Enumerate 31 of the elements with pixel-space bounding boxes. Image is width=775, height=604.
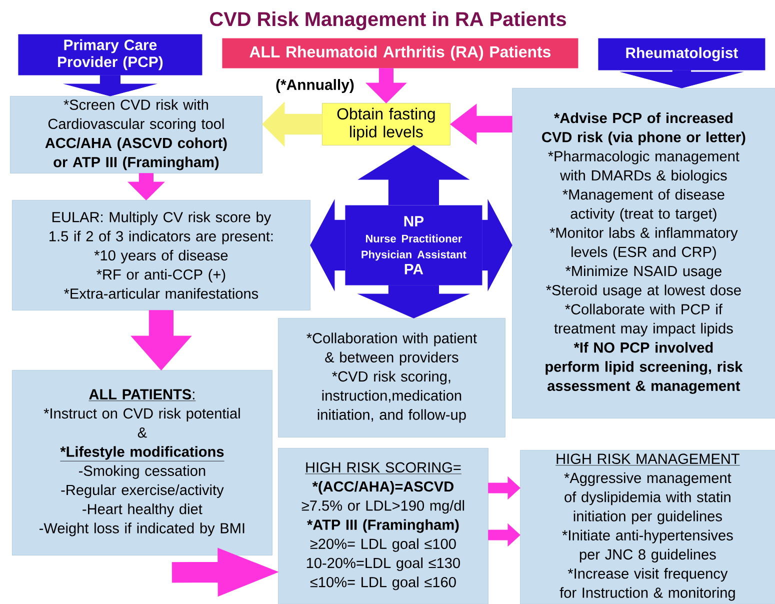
arrow <box>130 310 192 370</box>
arrow <box>62 75 158 96</box>
info-box: *Collaboration with patient & between providers *CVD risk scoring, instruction,medication initiation, and follow-up <box>278 318 506 438</box>
role-banner: Primary Care Provider (PCP) <box>18 34 202 76</box>
node-label: PA <box>404 264 424 274</box>
info-box: *Advise PCP of increased CVD risk (via phone or letter) *Pharmacologic management with DMARDs & biologics *Management of disease activity (treat to target) *Monitor labs & inflammatory levels (ESR and CRP) *Minimize NSAID usage *Steroid usage at lowest dose *Collaborate with PCP if treatment may impact lipids *If NO PCP involved perform lipid screening, risk assessment & management <box>512 88 775 418</box>
arrow <box>127 173 165 200</box>
note-label: (*Annually) <box>276 79 354 93</box>
patient-banner: ALL Rheumatoid Arthritis (RA) Patients <box>222 38 578 68</box>
info-box: HIGH RISK SCORING= *(ACC/AHA)=ASCVD ≥7.5% or LDL>190 mg/dl *ATP III (Framingham) ≥20%= LDL goal ≤100 10-20%=LDL goal ≤130 ≤10%= LDL goal ≤160 <box>278 448 488 604</box>
lipid-box: Obtain fasting lipid levels <box>322 103 450 146</box>
arrow <box>482 199 512 292</box>
info-box: *Screen CVD risk with Cardiovascular scoring tool ACC/AHA (ASCVD cohort) or ATP III (Framingham) <box>10 96 262 174</box>
arrow <box>357 285 470 318</box>
role-banner: Rheumatologist <box>598 38 766 70</box>
arrow <box>262 101 322 147</box>
arrow <box>358 145 470 206</box>
arrow <box>619 70 744 88</box>
arrow <box>450 104 512 145</box>
arrow <box>488 523 520 547</box>
role-cross: NP Nurse Practitioner Physician Assistant PA <box>345 205 482 286</box>
arrow <box>365 68 407 104</box>
info-box: ALL PATIENTS: *Instruct on CVD risk potential & *Lifestyle modifications -Smoking cessation -Regular exercise/activity -Heart healthy diet -Weight loss if indicated by BMI <box>12 370 272 556</box>
info-box: EULAR: Multiply CV risk score by 1.5 if 2 of 3 indicators are present: *10 years of disease *RF or anti-CCP (+) *Extra-articular manifestations <box>12 200 310 310</box>
arrow <box>172 548 279 597</box>
info-box: HIGH RISK MANAGEMENT *Aggressive management of dyslipidemia with statin initiation per guidelines *Initiate anti-hypertensives per JNC 8 guidelines *Increase visit frequency for Instruction & monitoring <box>520 450 775 604</box>
arrow <box>310 199 346 292</box>
node-label: Nurse Practitioner Physician Assistant <box>362 234 466 261</box>
arrow <box>488 476 520 500</box>
title: CVD Risk Management in RA Patients <box>210 12 566 30</box>
node-label: NP <box>404 216 424 226</box>
